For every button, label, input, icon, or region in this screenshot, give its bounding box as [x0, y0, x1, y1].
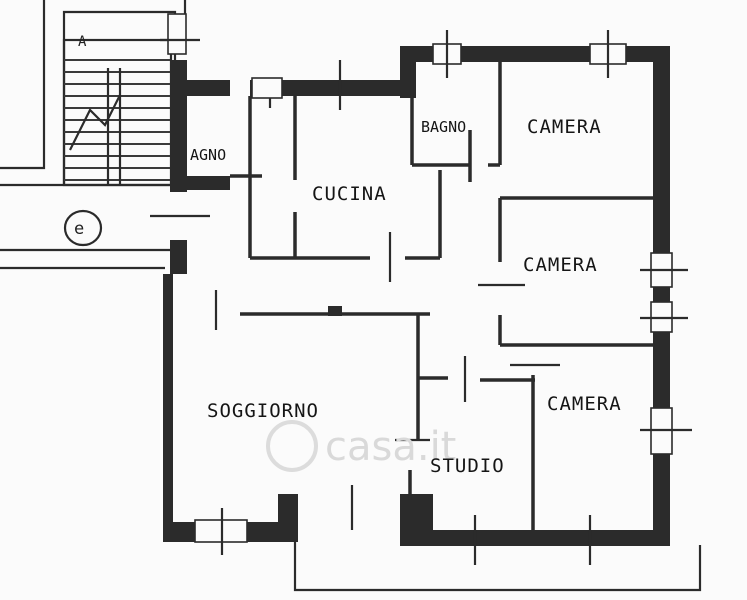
- room-label-bagno-2: BAGNO: [421, 118, 466, 136]
- circle-marker: e: [63, 209, 103, 247]
- site-lines: [0, 0, 702, 592]
- room-label-bagno-1: AGNO: [190, 146, 226, 164]
- stair-mark: A: [78, 34, 87, 50]
- room-labels: AGNO BAGNO CUCINA CAMERA CAMERA CAMERA S…: [190, 116, 622, 477]
- room-label-camera-1: CAMERA: [527, 116, 602, 138]
- staircase: A: [62, 10, 177, 187]
- room-label-soggiorno: SOGGIORNO: [207, 400, 319, 422]
- windows: [160, 13, 692, 565]
- room-label-cucina: CUCINA: [312, 183, 387, 205]
- watermark: casa.it: [266, 420, 456, 472]
- watermark-text: casa.it: [325, 424, 456, 470]
- room-label-camera-3: CAMERA: [547, 393, 622, 415]
- interior-walls: [230, 62, 655, 530]
- room-label-studio: STUDIO: [430, 455, 505, 477]
- room-label-camera-2: CAMERA: [523, 254, 598, 276]
- circle-mark: e: [74, 219, 84, 239]
